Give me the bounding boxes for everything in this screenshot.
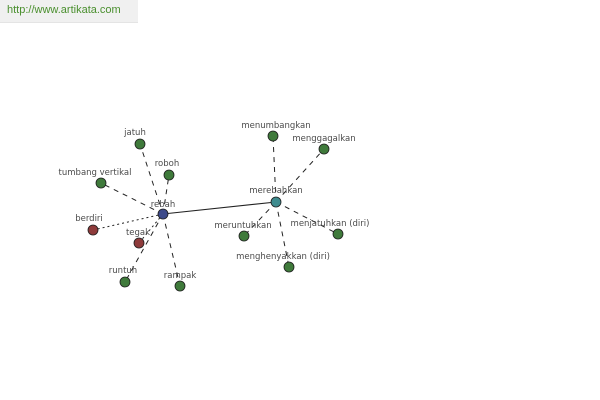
edge-merebahkan-menghenyakkan-diri (275, 201, 290, 268)
node-dot-meruntuhkan[interactable] (238, 230, 250, 242)
edge-merebahkan-meruntuhkan (243, 201, 277, 237)
edge-rebah-runtuh (124, 213, 164, 283)
node-label-runtuh: runtuh (109, 266, 137, 276)
node-dot-rampak[interactable] (174, 280, 186, 292)
node-jatuh[interactable]: jatuh (123, 128, 146, 150)
node-label-roboh: roboh (155, 159, 180, 169)
node-menghenyakkan-diri[interactable]: menghenyakkan (diri) (236, 252, 330, 273)
node-dot-menumbangkan[interactable] (267, 130, 279, 142)
edge-rebah-roboh (162, 174, 170, 215)
node-label-menghenyakkan-diri: menghenyakkan (diri) (236, 252, 330, 262)
edge-merebahkan-menumbangkan (272, 135, 277, 203)
edge-rebah-merebahkan (162, 201, 277, 215)
graph-nodes: rebah merebahkan jatuh roboh tumbang vertika… (59, 121, 370, 292)
node-label-menggagalkan: menggagalkan (292, 134, 355, 144)
node-meruntuhkan[interactable]: meruntuhkan (214, 221, 272, 242)
node-merebahkan[interactable]: merebahkan (249, 186, 303, 208)
node-label-menumbangkan: menumbangkan (241, 121, 310, 131)
edge-rebah-berdiri (92, 213, 164, 231)
edge-merebahkan-menjatuhkan-diri (275, 201, 339, 235)
edge-merebahkan-menggagalkan (275, 148, 325, 203)
node-dot-menghenyakkan-diri[interactable] (283, 261, 295, 273)
node-label-rampak: rampak (164, 271, 197, 281)
node-label-meruntuhkan: meruntuhkan (214, 221, 271, 231)
node-dot-runtuh[interactable] (119, 276, 131, 288)
node-dot-menggagalkan[interactable] (318, 143, 330, 155)
node-menjatuhkan-diri[interactable]: menjatuhkan (diri) (291, 219, 370, 240)
node-rampak[interactable]: rampak (164, 271, 197, 292)
node-roboh[interactable]: roboh (155, 159, 180, 181)
node-label-tumbang-vertikal: tumbang vertikal (59, 168, 132, 178)
node-label-jatuh: jatuh (123, 128, 146, 138)
node-dot-roboh[interactable] (163, 169, 175, 181)
node-label-tegak: tegak (126, 228, 150, 238)
edge-rebah-tegak (138, 213, 164, 244)
node-dot-jatuh[interactable] (134, 138, 146, 150)
edge-rebah-jatuh (139, 143, 164, 215)
site-url-link[interactable]: http://www.artikata.com (7, 4, 121, 16)
node-berdiri[interactable]: berdiri (75, 214, 103, 236)
node-dot-merebahkan[interactable] (270, 196, 282, 208)
node-dot-tumbang-vertikal[interactable] (95, 177, 107, 189)
node-label-merebahkan: merebahkan (249, 186, 302, 196)
node-label-berdiri: berdiri (75, 214, 103, 224)
node-tegak[interactable]: tegak (126, 228, 150, 249)
node-label-rebah: rebah (151, 200, 176, 210)
node-rebah[interactable]: rebah (151, 200, 176, 220)
node-dot-menjatuhkan-diri[interactable] (332, 228, 344, 240)
url-bar: http://www.artikata.com (0, 0, 138, 23)
node-dot-rebah[interactable] (157, 208, 169, 220)
graph-edges (92, 135, 339, 287)
node-dot-berdiri[interactable] (87, 224, 99, 236)
node-runtuh[interactable]: runtuh (109, 266, 137, 288)
node-menggagalkan[interactable]: menggagalkan (292, 134, 356, 155)
node-menumbangkan[interactable]: menumbangkan (241, 121, 311, 142)
edge-rebah-rampak (162, 213, 181, 287)
node-label-menjatuhkan-diri: menjatuhkan (diri) (291, 219, 370, 229)
node-tumbang-vertikal[interactable]: tumbang vertikal (59, 168, 132, 189)
node-dot-tegak[interactable] (133, 237, 145, 249)
edge-rebah-tumbang-vertikal (100, 182, 164, 215)
